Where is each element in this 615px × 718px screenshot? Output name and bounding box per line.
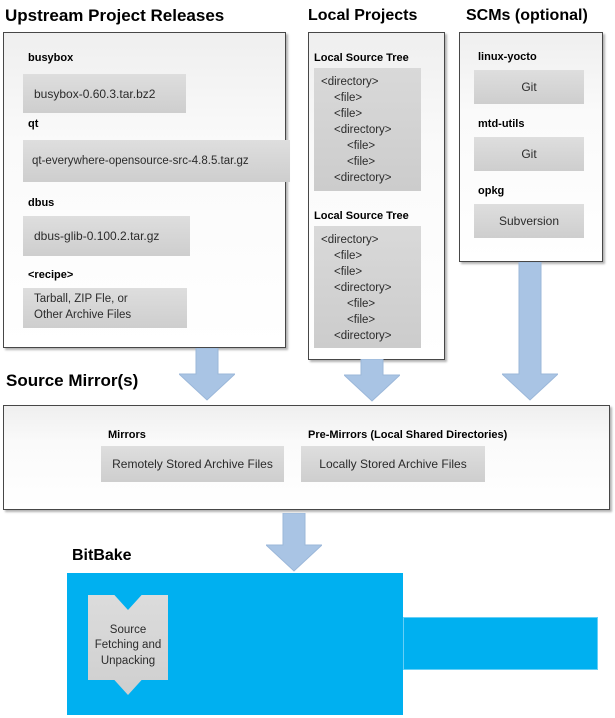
- bitbake-title: BitBake: [72, 547, 132, 564]
- scm-project-label: opkg: [478, 185, 505, 197]
- mirrors-box: Remotely Stored Archive Files: [101, 446, 284, 482]
- local-source-tree-label: Local Source Tree: [314, 52, 409, 64]
- tree-line: <file>: [334, 92, 363, 104]
- source-mirrors-title: Source Mirror(s): [6, 371, 139, 390]
- local-projects-panel: Local Source Tree <directory> <file> <fi…: [308, 32, 445, 360]
- source-mirrors-panel: Mirrors Remotely Stored Archive Files Pr…: [3, 405, 610, 510]
- local-projects-title: Local Projects: [308, 7, 418, 24]
- scm-type-box: Subversion: [474, 204, 584, 238]
- tree-line: <directory>: [334, 124, 392, 136]
- tree-line: <directory>: [334, 330, 392, 342]
- upstream-title: Upstream Project Releases: [5, 6, 225, 25]
- pre-mirrors-label: Pre-Mirrors (Local Shared Directories): [308, 429, 508, 441]
- scm-project-label: mtd-utils: [478, 118, 525, 130]
- scm-project-label: linux-yocto: [478, 51, 537, 63]
- scm-type: Git: [521, 147, 537, 161]
- tarball-box: busybox-0.60.3.tar.bz2: [23, 74, 186, 113]
- bitbake-pipeline-band: [403, 617, 598, 670]
- source-fetching-text: Source Fetching and Unpacking: [94, 623, 162, 667]
- upstream-panel: busybox busybox-0.60.3.tar.bz2 qt qt-eve…: [3, 32, 290, 348]
- tarball-box: qt-everywhere-opensource-src-4.8.5.tar.g…: [23, 140, 290, 182]
- scms-title: SCMs (optional): [466, 7, 588, 24]
- recipe-name-label: <recipe>: [28, 269, 74, 281]
- tarball-box: Tarball, ZIP Fle, or Other Archive Files: [23, 288, 187, 328]
- pre-mirrors-box: Locally Stored Archive Files: [301, 446, 485, 482]
- scm-type: Subversion: [498, 214, 560, 228]
- pre-mirrors-text: Locally Stored Archive Files: [319, 457, 467, 471]
- tree-line: <file>: [334, 250, 363, 262]
- tree-line: <file>: [347, 140, 376, 152]
- scm-type: Git: [521, 80, 537, 94]
- local-source-tree-label: Local Source Tree: [314, 210, 409, 222]
- mirrors-label: Mirrors: [108, 429, 146, 441]
- source-tree-box: <directory> <file> <file> <directory> <f…: [314, 226, 421, 348]
- recipe-name-label: busybox: [28, 52, 74, 64]
- archive-types-text: Tarball, ZIP Fle, or Other Archive Files: [34, 293, 132, 321]
- tree-line: <directory>: [321, 234, 379, 246]
- tarball-filename: dbus-glib-0.100.2.tar.gz: [34, 229, 160, 243]
- tree-line: <file>: [334, 108, 363, 120]
- tarball-box: dbus-glib-0.100.2.tar.gz: [23, 216, 190, 256]
- tree-line: <directory>: [334, 282, 392, 294]
- scms-panel: linux-yocto Git mtd-utils Git opkg Subve…: [459, 32, 603, 262]
- tree-line: <directory>: [321, 76, 379, 88]
- recipe-name-label: qt: [28, 118, 39, 130]
- down-arrow-upstream-to-mirrors-icon: [179, 348, 235, 401]
- tree-line: <file>: [347, 314, 376, 326]
- tree-line: <file>: [347, 298, 376, 310]
- scm-type-box: Git: [474, 137, 584, 171]
- down-arrow-scms-to-mirrors-icon: [502, 262, 558, 401]
- mirrors-text: Remotely Stored Archive Files: [112, 457, 273, 471]
- tree-line: <file>: [347, 156, 376, 168]
- down-arrow-mirrors-to-bitbake-icon: [266, 513, 322, 572]
- recipe-name-label: dbus: [28, 197, 55, 209]
- source-tree-box: <directory> <file> <file> <directory> <f…: [314, 68, 421, 191]
- source-fetching-step: Source Fetching and Unpacking: [88, 595, 168, 695]
- tarball-filename: busybox-0.60.3.tar.bz2: [34, 86, 156, 101]
- down-arrow-local-to-mirrors-icon: [344, 359, 400, 402]
- scm-type-box: Git: [474, 70, 584, 104]
- tree-line: <directory>: [334, 172, 392, 184]
- tarball-filename: qt-everywhere-opensource-src-4.8.5.tar.g…: [32, 155, 249, 167]
- tree-line: <file>: [334, 266, 363, 278]
